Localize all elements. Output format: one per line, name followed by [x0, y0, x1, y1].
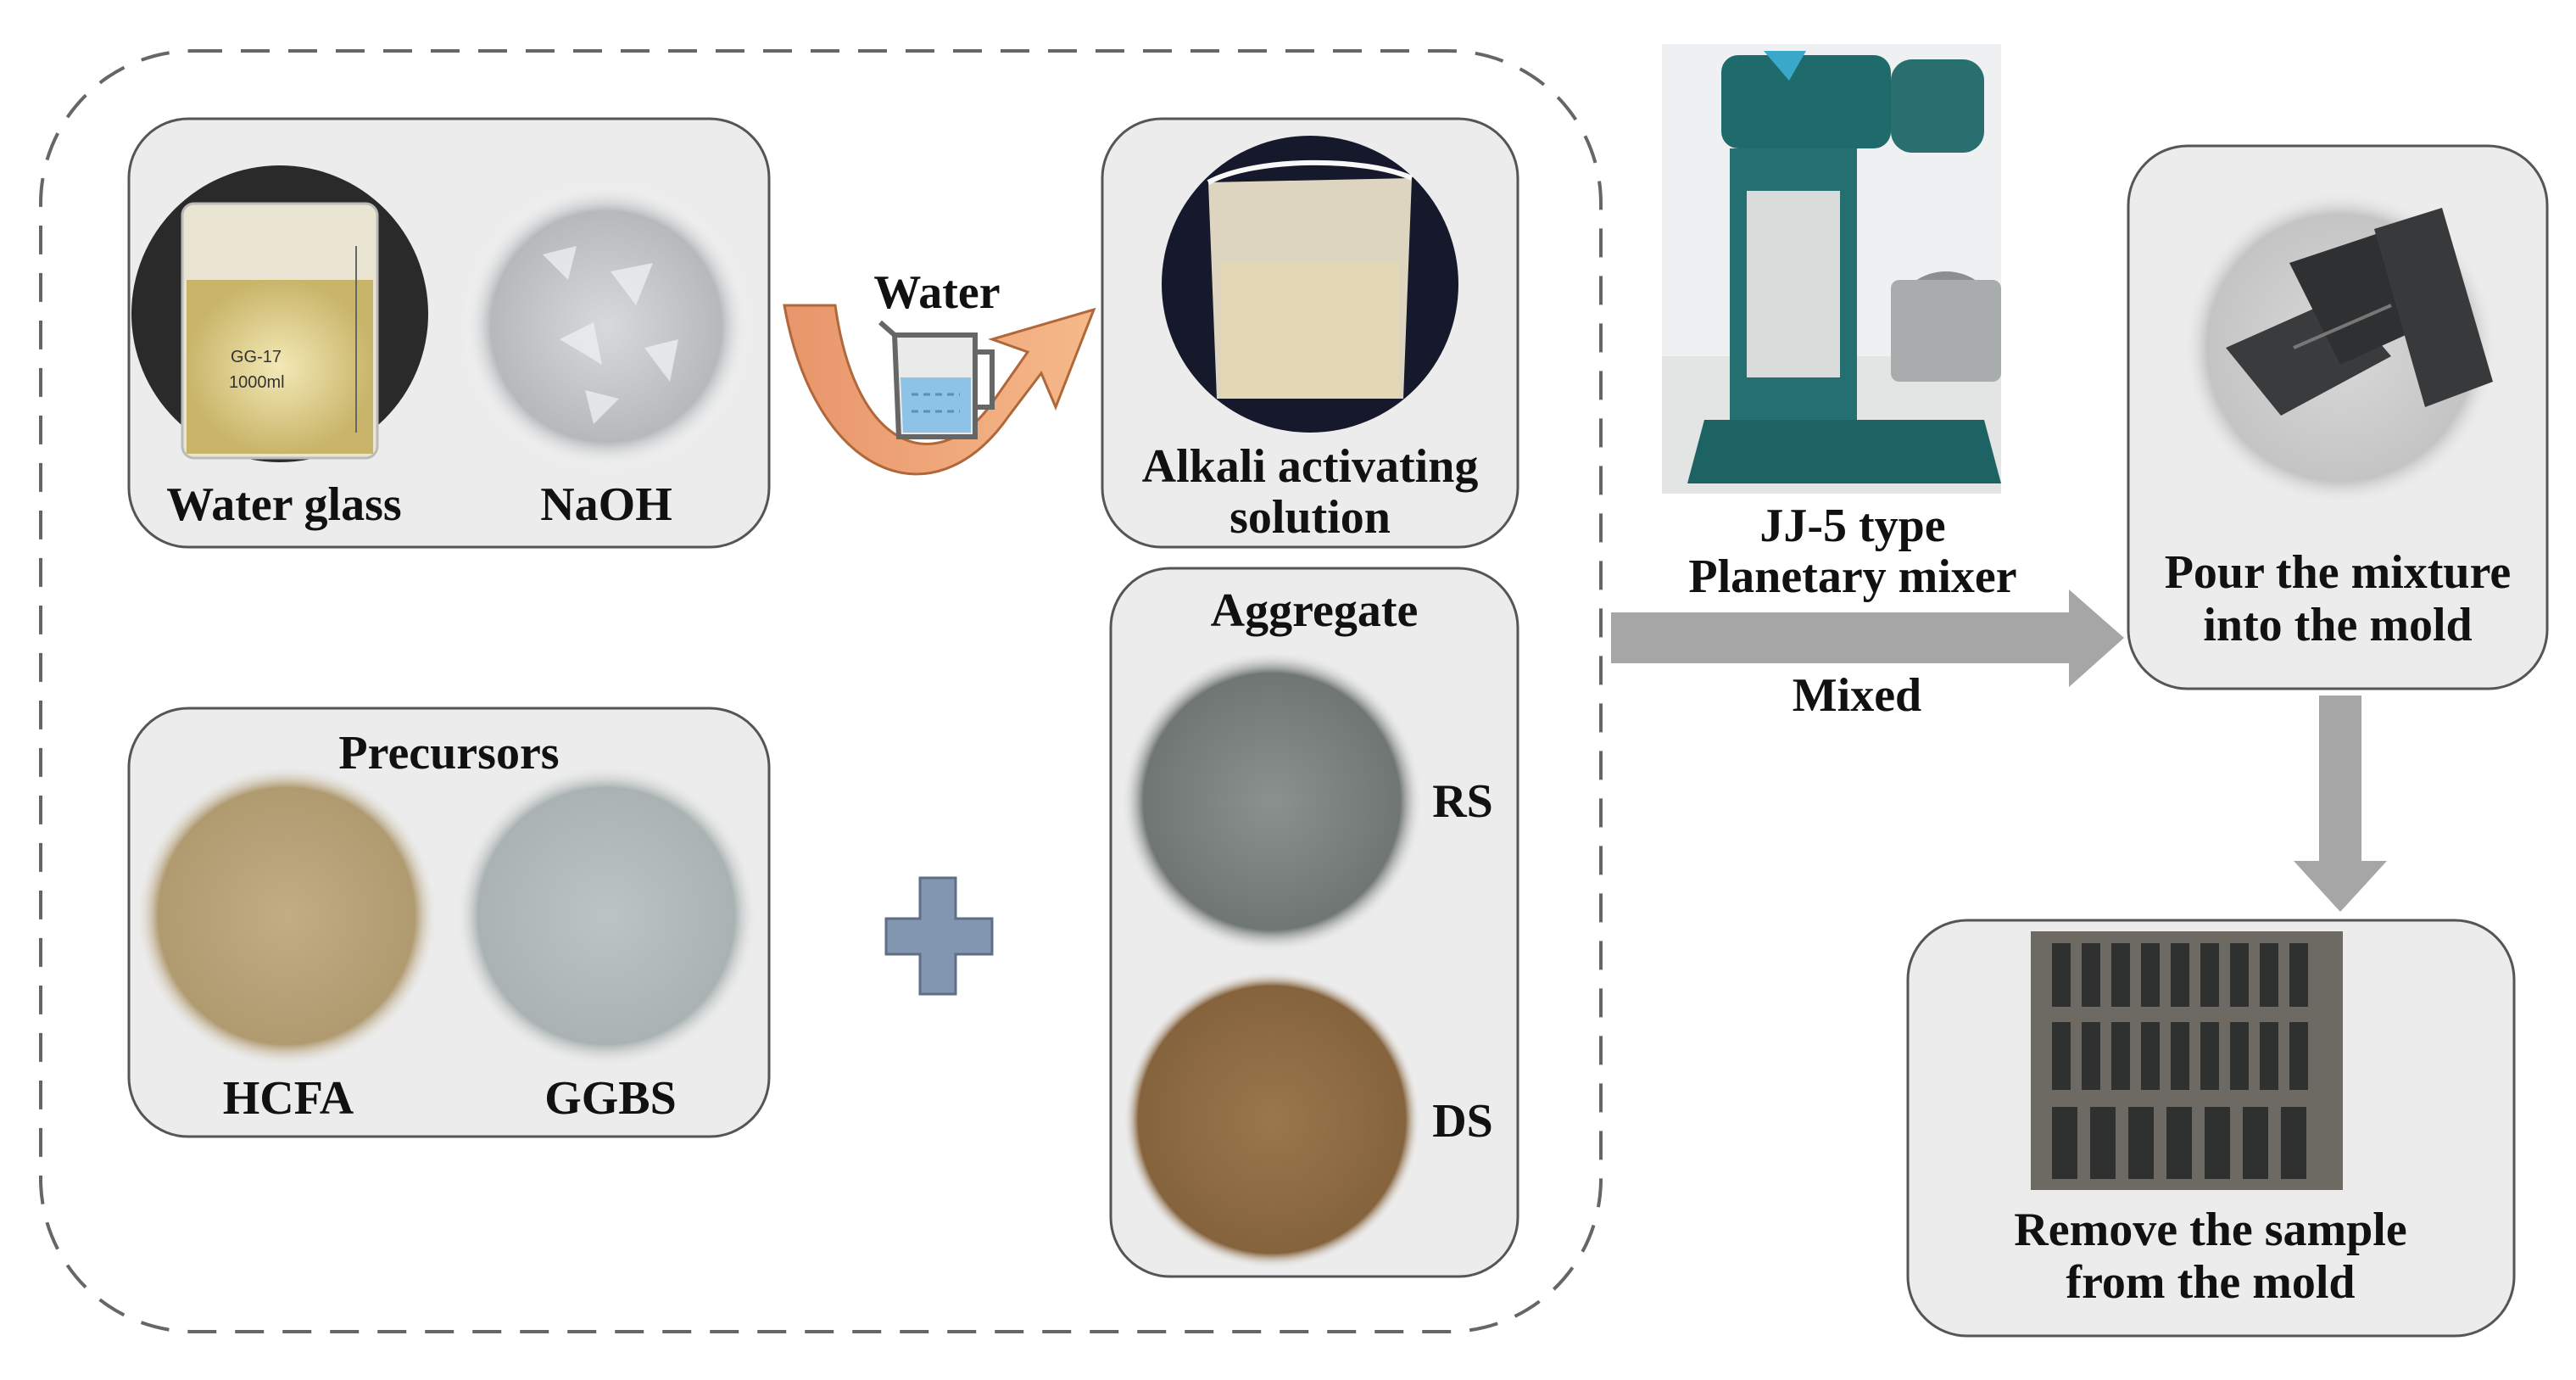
plus-icon — [884, 876, 994, 996]
alkali-label-line2: solution — [1229, 491, 1391, 544]
remove-label-line1: Remove the sample — [2014, 1204, 2407, 1256]
right-arrow-icon — [1611, 589, 2124, 687]
water-jug-icon — [878, 320, 995, 439]
beaker-model-text: GG-17 — [231, 348, 282, 366]
water-glass-photo — [131, 165, 428, 462]
alkali-label-line1: Alkali activating — [1141, 440, 1479, 493]
alkali-photo — [1162, 136, 1458, 433]
ds-label: DS — [1432, 1095, 1493, 1148]
rs-photo — [1121, 651, 1423, 953]
dashed-frame — [39, 49, 1603, 1333]
hcfa-photo — [136, 765, 438, 1067]
samples-photo — [2031, 931, 2343, 1190]
mixer-label-line1: JJ-5 type — [1759, 500, 1946, 552]
down-arrow-icon — [2294, 696, 2387, 912]
rs-label: RS — [1432, 775, 1493, 828]
mold-photo — [2183, 191, 2497, 505]
ggbs-photo — [455, 765, 757, 1067]
naoh-label: NaOH — [540, 478, 672, 531]
ds-photo — [1124, 971, 1420, 1268]
curved-arrow-icon — [783, 304, 1096, 476]
pour-label-line1: Pour the mixture — [2164, 546, 2512, 599]
mixer-photo — [1662, 44, 2001, 494]
water-glass-label: Water glass — [166, 478, 402, 531]
pour-label-line2: into the mold — [2203, 599, 2473, 651]
ggbs-label: GGBS — [544, 1072, 677, 1125]
water-label: Water — [873, 266, 1001, 319]
precursors-title: Precursors — [338, 727, 560, 779]
beaker-volume-text: 1000ml — [229, 373, 285, 392]
hcfa-label: HCFA — [222, 1072, 354, 1125]
remove-label-line2: from the mold — [2066, 1256, 2356, 1309]
naoh-photo — [462, 182, 750, 471]
aggregate-title: Aggregate — [1210, 584, 1419, 637]
mixed-label: Mixed — [1792, 669, 1922, 722]
mixer-label-line2: Planetary mixer — [1688, 550, 2017, 603]
